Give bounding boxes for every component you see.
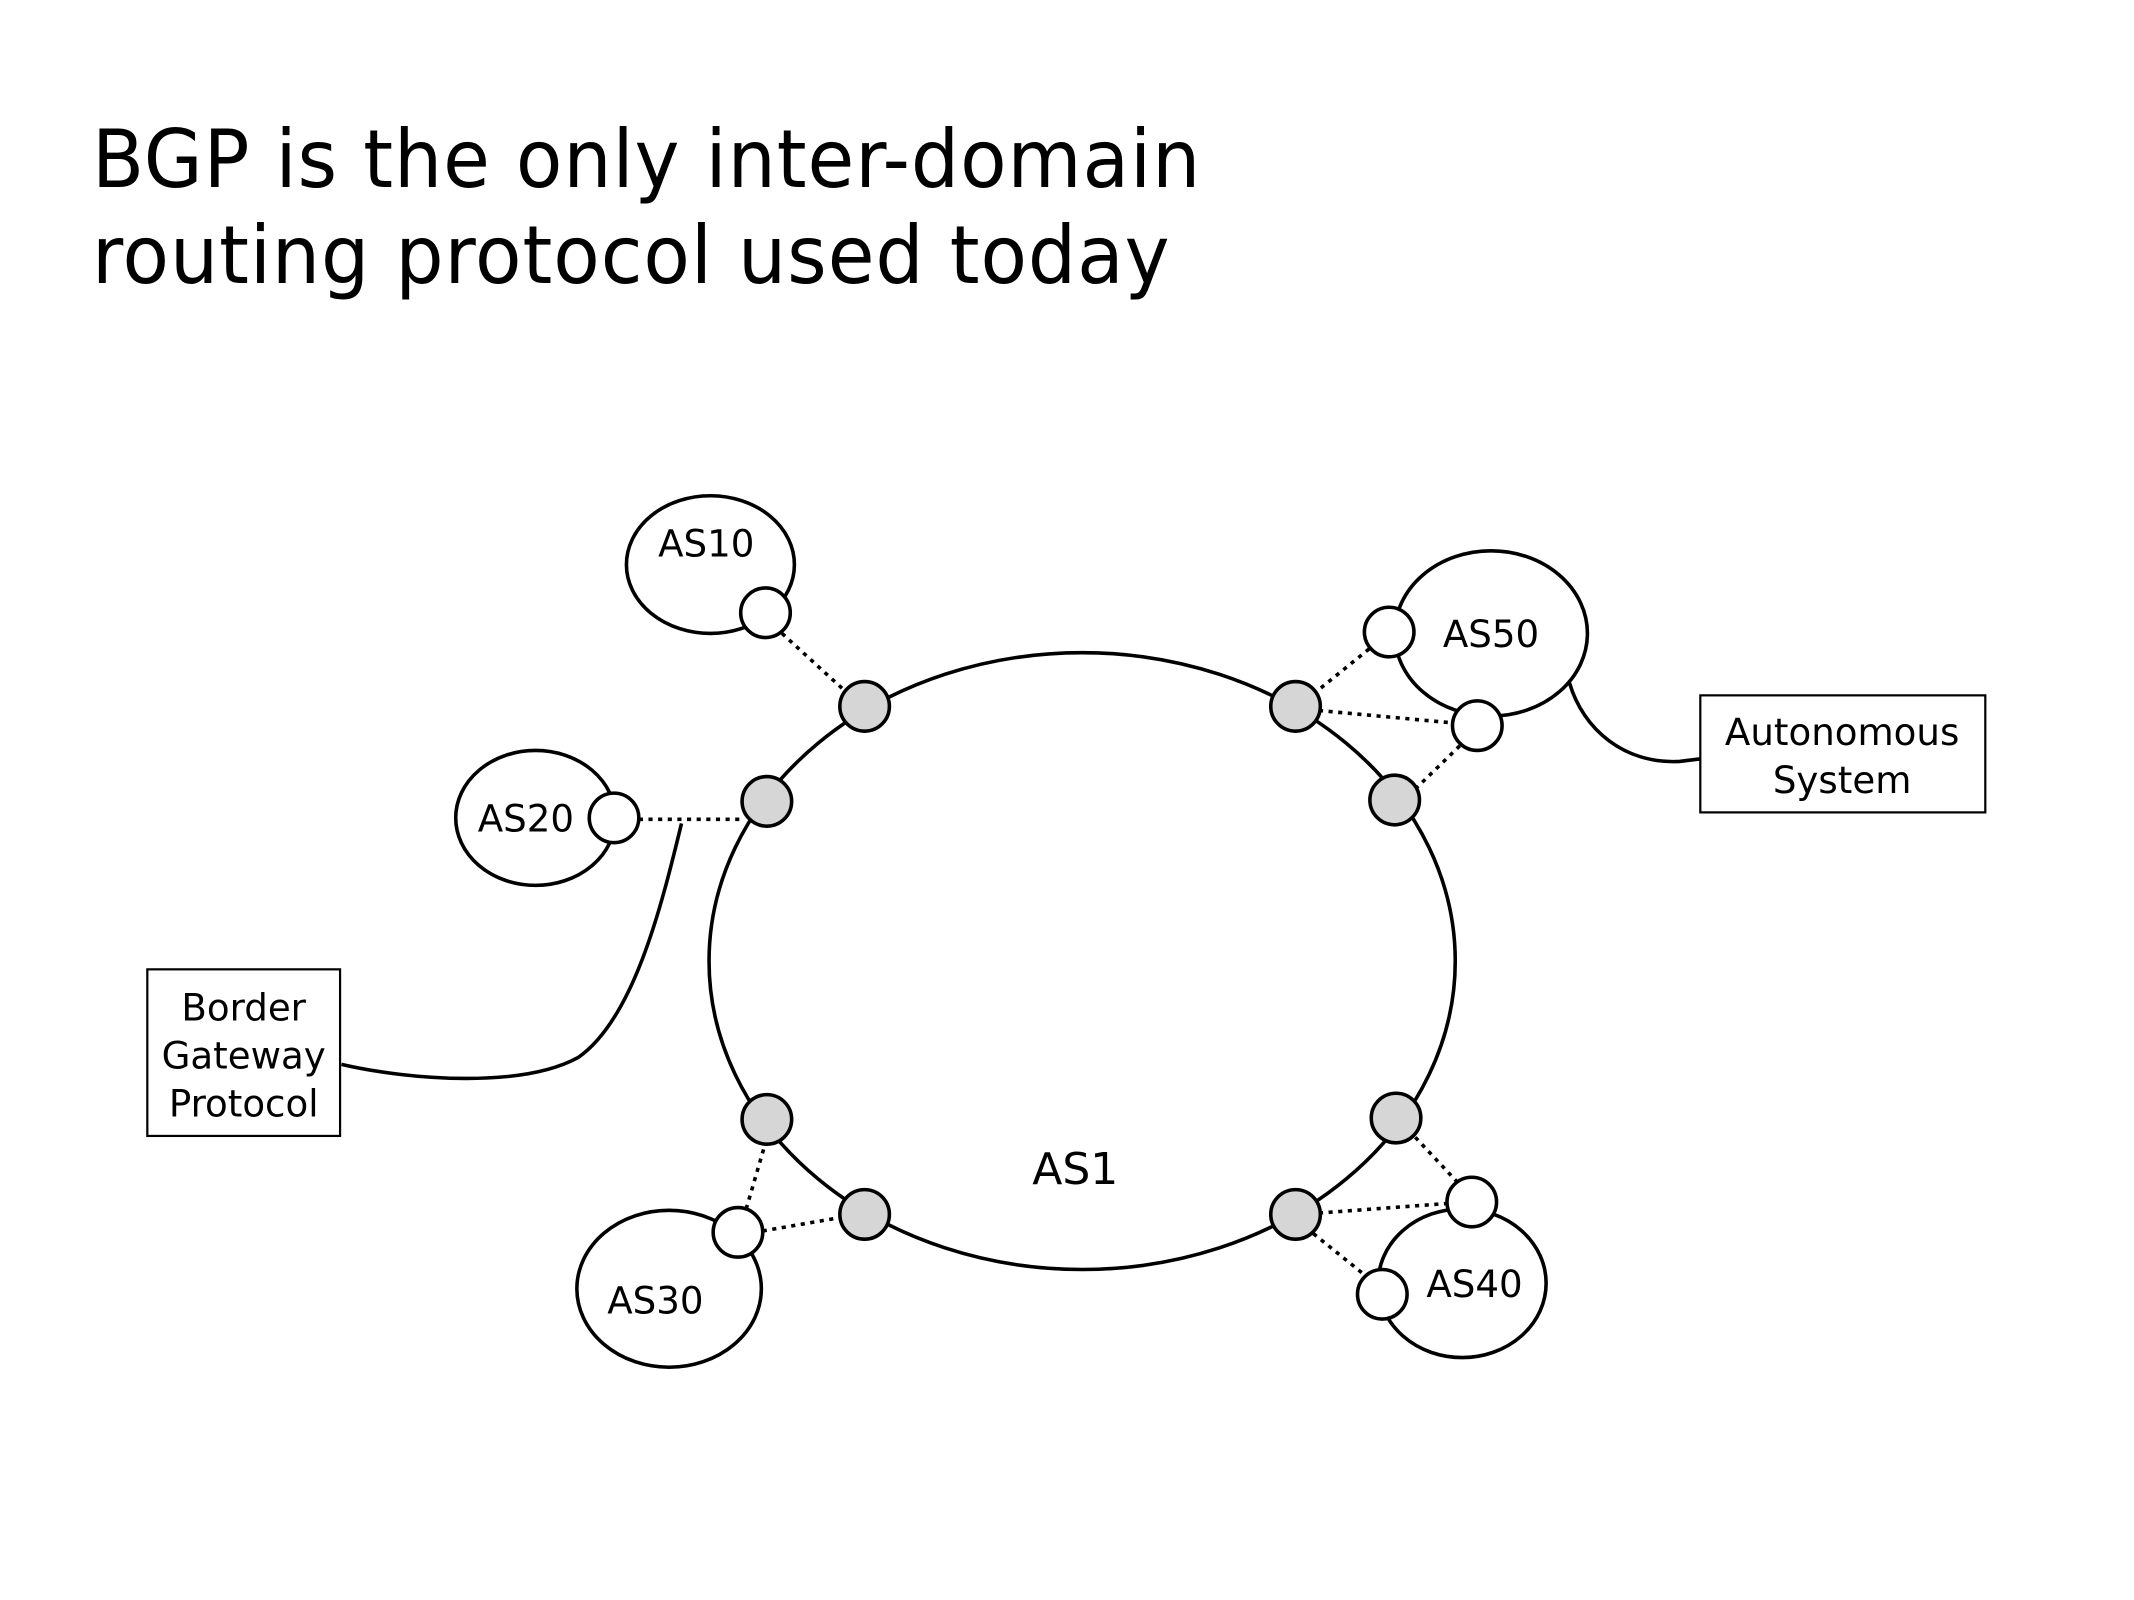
- bgp-callout-line-1: Border: [181, 985, 306, 1029]
- as-callout-box: [1699, 694, 1987, 814]
- slide-title: BGP is the only inter-domain routing pro…: [92, 112, 1201, 304]
- as40-border-router-1: [1445, 1175, 1499, 1229]
- bgp-link-as50-b: [1318, 708, 1453, 725]
- as1-router-nw: [838, 679, 892, 733]
- as1-router-w: [740, 774, 794, 828]
- as20-label: AS20: [478, 797, 574, 841]
- bgp-link-as40-b: [1318, 1201, 1449, 1215]
- as10-border-router: [738, 586, 793, 640]
- as30-label: AS30: [607, 1279, 703, 1323]
- as30-cloud: [575, 1208, 764, 1370]
- as-callout-line-1: Autonomous: [1725, 710, 1959, 754]
- as50-label: AS50: [1443, 612, 1539, 656]
- bgp-callout-leader: [341, 822, 684, 1081]
- as50-border-router-2: [1450, 699, 1504, 753]
- bgp-callout-line-2: Gateway: [162, 1033, 326, 1077]
- as1-label: AS1: [1032, 1144, 1118, 1195]
- as1-router-ssw: [838, 1187, 892, 1241]
- bgp-link-as30-b: [762, 1215, 843, 1233]
- bgp-link-as40-a: [1414, 1136, 1458, 1183]
- as1-cloud: [707, 650, 1458, 1272]
- as1-router-sse: [1268, 1187, 1323, 1241]
- bgp-link-as40-c: [1312, 1232, 1365, 1276]
- bgp-link-as50-c: [1414, 742, 1464, 791]
- as50-border-router-1: [1362, 605, 1416, 659]
- slide-title-line-2: routing protocol used today: [92, 209, 1171, 302]
- as40-border-router-2: [1355, 1267, 1409, 1321]
- as40-label: AS40: [1426, 1262, 1522, 1306]
- as30-border-router: [711, 1205, 765, 1259]
- as1-router-se: [1369, 1091, 1423, 1145]
- bgp-callout-box: [146, 968, 342, 1138]
- as20-border-router: [587, 791, 641, 845]
- as-callout-leader: [1567, 682, 1702, 764]
- as1-router-ne: [1268, 679, 1323, 733]
- slide-title-line-1: BGP is the only inter-domain: [92, 113, 1202, 206]
- as-callout-line-2: System: [1773, 758, 1912, 802]
- as10-label: AS10: [658, 521, 754, 565]
- bgp-link-as50-a: [1312, 645, 1373, 696]
- as1-router-sw: [740, 1092, 794, 1146]
- bgp-link-as10: [780, 632, 847, 693]
- as1-router-e: [1368, 773, 1422, 827]
- bgp-callout-line-3: Protocol: [169, 1082, 319, 1126]
- bgp-link-as30-a: [744, 1142, 768, 1210]
